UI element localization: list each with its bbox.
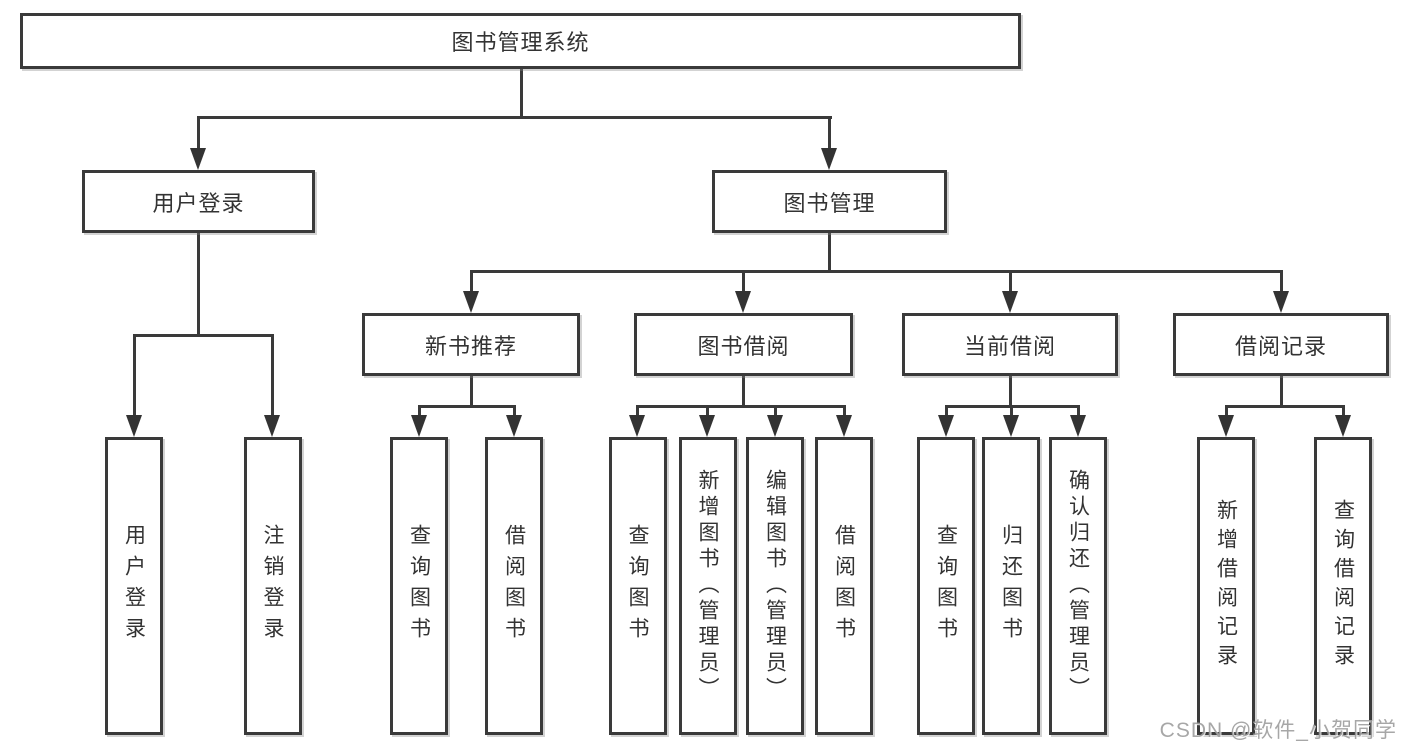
- connector-line: [271, 334, 274, 419]
- leaf-user-login-label: 用户登录: [122, 524, 146, 648]
- leaf-query-books-current-label: 查询图书: [934, 524, 958, 648]
- connector-line: [742, 373, 745, 408]
- connector-line: [197, 230, 200, 337]
- leaf-edit-book-admin: 编辑图书（管理员）: [746, 437, 804, 735]
- connector-line: [1279, 270, 1283, 295]
- leaf-add-borrow-record: 新增借阅记录: [1197, 437, 1255, 735]
- leaf-return-books: 归还图书: [982, 437, 1040, 735]
- down-arrow: [835, 415, 852, 437]
- node-root: 图书管理系统: [20, 13, 1021, 69]
- leaf-borrow-books-label: 借阅图书: [832, 524, 856, 648]
- down-arrow: [937, 415, 954, 437]
- connector-line: [706, 405, 709, 418]
- down-arrow: [1002, 415, 1019, 437]
- node-current-borrowing: 当前借阅: [902, 313, 1118, 376]
- leaf-borrow-books-recommend: 借阅图书: [485, 437, 543, 735]
- down-arrow: [462, 291, 479, 313]
- connector-line: [1009, 405, 1013, 418]
- connector-line: [417, 405, 421, 418]
- leaf-query-borrow-record-label: 查询借阅记录: [1331, 499, 1355, 673]
- leaf-query-books-borrow-label: 查询图书: [626, 524, 649, 648]
- connector-line: [842, 405, 846, 418]
- leaf-query-books-borrow: 查询图书: [608, 437, 667, 735]
- down-arrow: [735, 291, 751, 313]
- leaf-query-borrow-record: 查询借阅记录: [1314, 437, 1372, 735]
- connector-line: [1341, 405, 1345, 418]
- node-book-management-label: 图书管理: [783, 190, 876, 216]
- down-arrow: [1069, 415, 1086, 437]
- node-new-book-recommendation-label: 新书推荐: [424, 333, 517, 359]
- connector-line: [636, 405, 846, 408]
- connector-line: [469, 373, 473, 408]
- leaf-logout-label: 注销登录: [261, 524, 284, 648]
- down-arrow: [125, 415, 142, 437]
- down-arrow: [766, 415, 783, 437]
- connector-line: [773, 405, 777, 418]
- down-arrow: [190, 148, 206, 170]
- down-arrow: [629, 415, 645, 437]
- node-borrowing-records-label: 借阅记录: [1234, 333, 1327, 359]
- leaf-logout: 注销登录: [243, 437, 302, 735]
- node-book-borrowing-label: 图书借阅: [697, 333, 790, 359]
- node-new-book-recommendation: 新书推荐: [362, 313, 580, 376]
- connector-line: [197, 116, 200, 154]
- node-borrowing-records: 借阅记录: [1173, 313, 1389, 376]
- connector-line: [469, 270, 1283, 273]
- connector-line: [1008, 270, 1012, 295]
- csdn-watermark: CSDN @软件_小贺同学: [1159, 719, 1397, 742]
- leaf-edit-book-admin-label: 编辑图书（管理员）: [763, 469, 787, 703]
- connector-line: [1279, 373, 1283, 408]
- node-root-label: 图书管理系统: [451, 30, 590, 55]
- connector-line: [828, 230, 831, 273]
- connector-line: [636, 405, 639, 418]
- connector-line: [828, 116, 831, 154]
- connector-line: [1076, 405, 1080, 418]
- connector-line: [1224, 405, 1345, 408]
- connector-line: [132, 334, 274, 337]
- node-current-borrowing-label: 当前借阅: [963, 333, 1056, 359]
- leaf-query-books-recommend: 查询图书: [390, 437, 448, 735]
- connector-line: [1008, 373, 1012, 408]
- down-arrow: [699, 415, 715, 437]
- connector-line: [944, 405, 948, 418]
- leaf-borrow-books: 借阅图书: [815, 437, 873, 735]
- connector-line: [132, 334, 136, 419]
- down-arrow: [1334, 415, 1351, 437]
- node-book-management: 图书管理: [712, 170, 947, 233]
- connector-line: [519, 66, 523, 119]
- down-arrow: [821, 148, 837, 170]
- down-arrow: [1272, 291, 1289, 313]
- connector-line: [1224, 405, 1228, 418]
- leaf-user-login: 用户登录: [105, 437, 163, 735]
- connector-line: [512, 405, 516, 418]
- node-user-login: 用户登录: [82, 170, 315, 233]
- node-user-login-label: 用户登录: [152, 190, 245, 216]
- down-arrow: [505, 415, 522, 437]
- connector-line: [469, 270, 473, 295]
- leaf-confirm-return-admin-label: 确认归还（管理员）: [1066, 469, 1090, 703]
- connector-line: [417, 405, 516, 408]
- leaf-query-books-current: 查询图书: [917, 437, 975, 735]
- leaf-confirm-return-admin: 确认归还（管理员）: [1049, 437, 1107, 735]
- node-book-borrowing: 图书借阅: [634, 313, 853, 376]
- leaf-add-book-admin: 新增图书（管理员）: [678, 437, 737, 735]
- leaf-return-books-label: 归还图书: [999, 524, 1023, 648]
- connector-line: [742, 270, 745, 295]
- leaf-add-borrow-record-label: 新增借阅记录: [1214, 499, 1238, 673]
- down-arrow: [264, 415, 280, 437]
- connector-line: [197, 116, 832, 119]
- down-arrow: [1217, 415, 1234, 437]
- leaf-query-books-recommend-label: 查询图书: [407, 524, 431, 648]
- down-arrow: [1001, 291, 1018, 313]
- leaf-borrow-books-recommend-label: 借阅图书: [502, 524, 526, 648]
- leaf-add-book-admin-label: 新增图书（管理员）: [696, 469, 719, 703]
- down-arrow: [410, 415, 427, 437]
